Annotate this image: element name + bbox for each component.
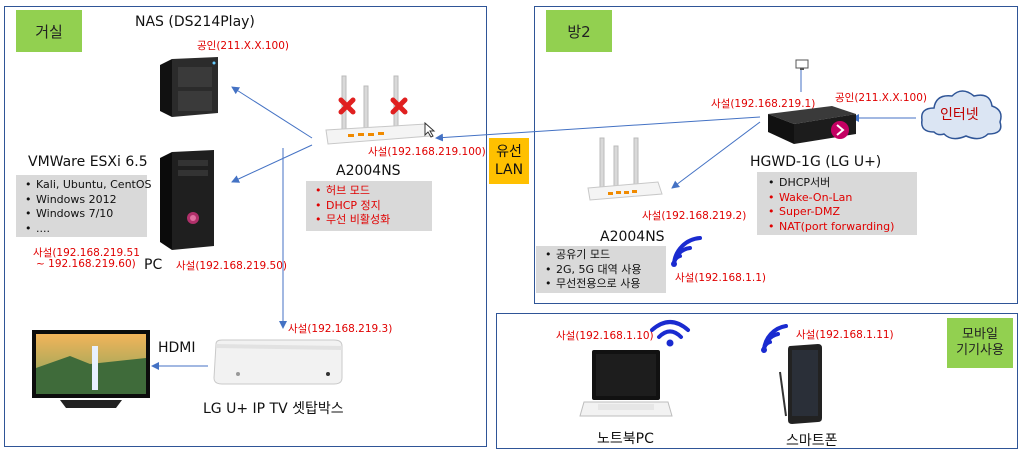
gateway-features: DHCP서버 Wake-On-Lan Super-DMZ NAT(port fo… — [757, 172, 917, 235]
pc-tower — [156, 148, 218, 252]
living-room-frame — [4, 6, 487, 447]
pc-ip: 사설(192.168.219.50) — [176, 260, 288, 272]
esxi-vm-item: Windows 2012 — [25, 193, 143, 208]
room2-frame — [534, 6, 1018, 304]
router-hub-setting: DHCP 정지 — [315, 199, 428, 214]
router-hub-ip: 사설(192.168.219.100) — [368, 146, 486, 158]
esxi-ip-range-1: 사설(192.168.219.51 — [33, 247, 140, 259]
laptop-device — [578, 348, 674, 424]
smartphone-ip: 사설(192.168.1.11) — [796, 329, 894, 341]
gateway-label: HGWD-1G (LG U+) — [750, 154, 882, 170]
router-hub-setting: 허브 모드 — [315, 184, 428, 199]
esxi-ip-range-2: ~ 192.168.219.60) — [36, 258, 136, 270]
gateway-device — [766, 100, 858, 150]
router-hub-label: A2004NS — [336, 163, 401, 179]
settop-box — [210, 338, 346, 388]
esxi-vm-list: Kali, Ubuntu, CentOS Windows 2012 Window… — [16, 175, 152, 237]
router-ap-wifi-ip: 사설(192.168.1.1) — [675, 272, 766, 284]
esxi-vm-item: .... — [25, 222, 143, 237]
link-hub-pc — [231, 144, 313, 183]
router-hub-device — [318, 72, 434, 154]
smartphone-label: 스마트폰 — [786, 433, 838, 449]
smartphone-device — [772, 342, 828, 426]
tv-screen — [30, 328, 152, 414]
nas-ip: 공인(211.X.X.100) — [197, 40, 289, 52]
link-hub-nas — [231, 86, 313, 139]
gateway-feature: Super-DMZ — [768, 205, 911, 220]
gateway-feature: NAT(port forwarding) — [768, 220, 911, 235]
laptop-wifi-icon — [648, 318, 692, 352]
room-tag-mobile: 모바일 기기사용 — [947, 318, 1013, 368]
mobile-frame — [496, 313, 1018, 449]
hdmi-label: HDMI — [158, 340, 196, 356]
gateway-feature: DHCP서버 — [768, 176, 911, 191]
link-gateway-hub — [435, 116, 761, 142]
router-ap-wifi-icon — [668, 230, 708, 274]
laptop-label: 노트북PC — [597, 431, 654, 447]
pc-label: PC — [144, 257, 163, 273]
room-tag-room2: 방2 — [546, 10, 612, 52]
router-ap-label: A2004NS — [600, 229, 665, 245]
router-ap-settings: 공유기 모드 2G, 5G 대역 사용 무선전용으로 사용 — [536, 246, 666, 293]
room-tag-living: 거실 — [16, 10, 82, 52]
router-ap-device — [584, 134, 664, 210]
settop-label: LG U+ IP TV 셋탑박스 — [203, 401, 344, 417]
router-hub-setting: 무선 비활성화 — [315, 213, 428, 228]
internet-cloud — [916, 84, 1006, 144]
laptop-ip: 사설(192.168.1.10) — [556, 330, 654, 342]
settop-ip: 사설(192.168.219.3) — [288, 323, 393, 335]
monitor-icon — [795, 56, 809, 75]
esxi-vm-item: Kali, Ubuntu, CentOS — [25, 178, 152, 193]
wired-lan-badge: 유선 LAN — [489, 138, 529, 184]
mouse-cursor-icon — [424, 121, 436, 142]
nas-device — [158, 55, 220, 121]
router-ap-ip: 사설(192.168.219.2) — [642, 210, 747, 222]
esxi-title: VMWare ESXi 6.5 — [28, 154, 148, 170]
esxi-vm-item: Windows 7/10 — [25, 207, 143, 222]
router-ap-setting: 무선전용으로 사용 — [545, 277, 662, 292]
router-hub-settings: 허브 모드 DHCP 정지 무선 비활성화 — [306, 181, 432, 231]
router-ap-setting: 2G, 5G 대역 사용 — [545, 263, 662, 278]
router-ap-setting: 공유기 모드 — [545, 248, 662, 263]
nas-title: NAS (DS214Play) — [135, 14, 255, 30]
link-gateway-ap — [671, 121, 761, 189]
internet-label: 인터넷 — [940, 107, 979, 123]
gateway-feature: Wake-On-Lan — [768, 191, 911, 206]
smartphone-wifi-icon — [758, 320, 794, 360]
gateway-ip-private: 사설(192.168.219.1) — [711, 98, 816, 110]
gateway-ip-public: 공인(211.X.X.100) — [835, 92, 927, 104]
